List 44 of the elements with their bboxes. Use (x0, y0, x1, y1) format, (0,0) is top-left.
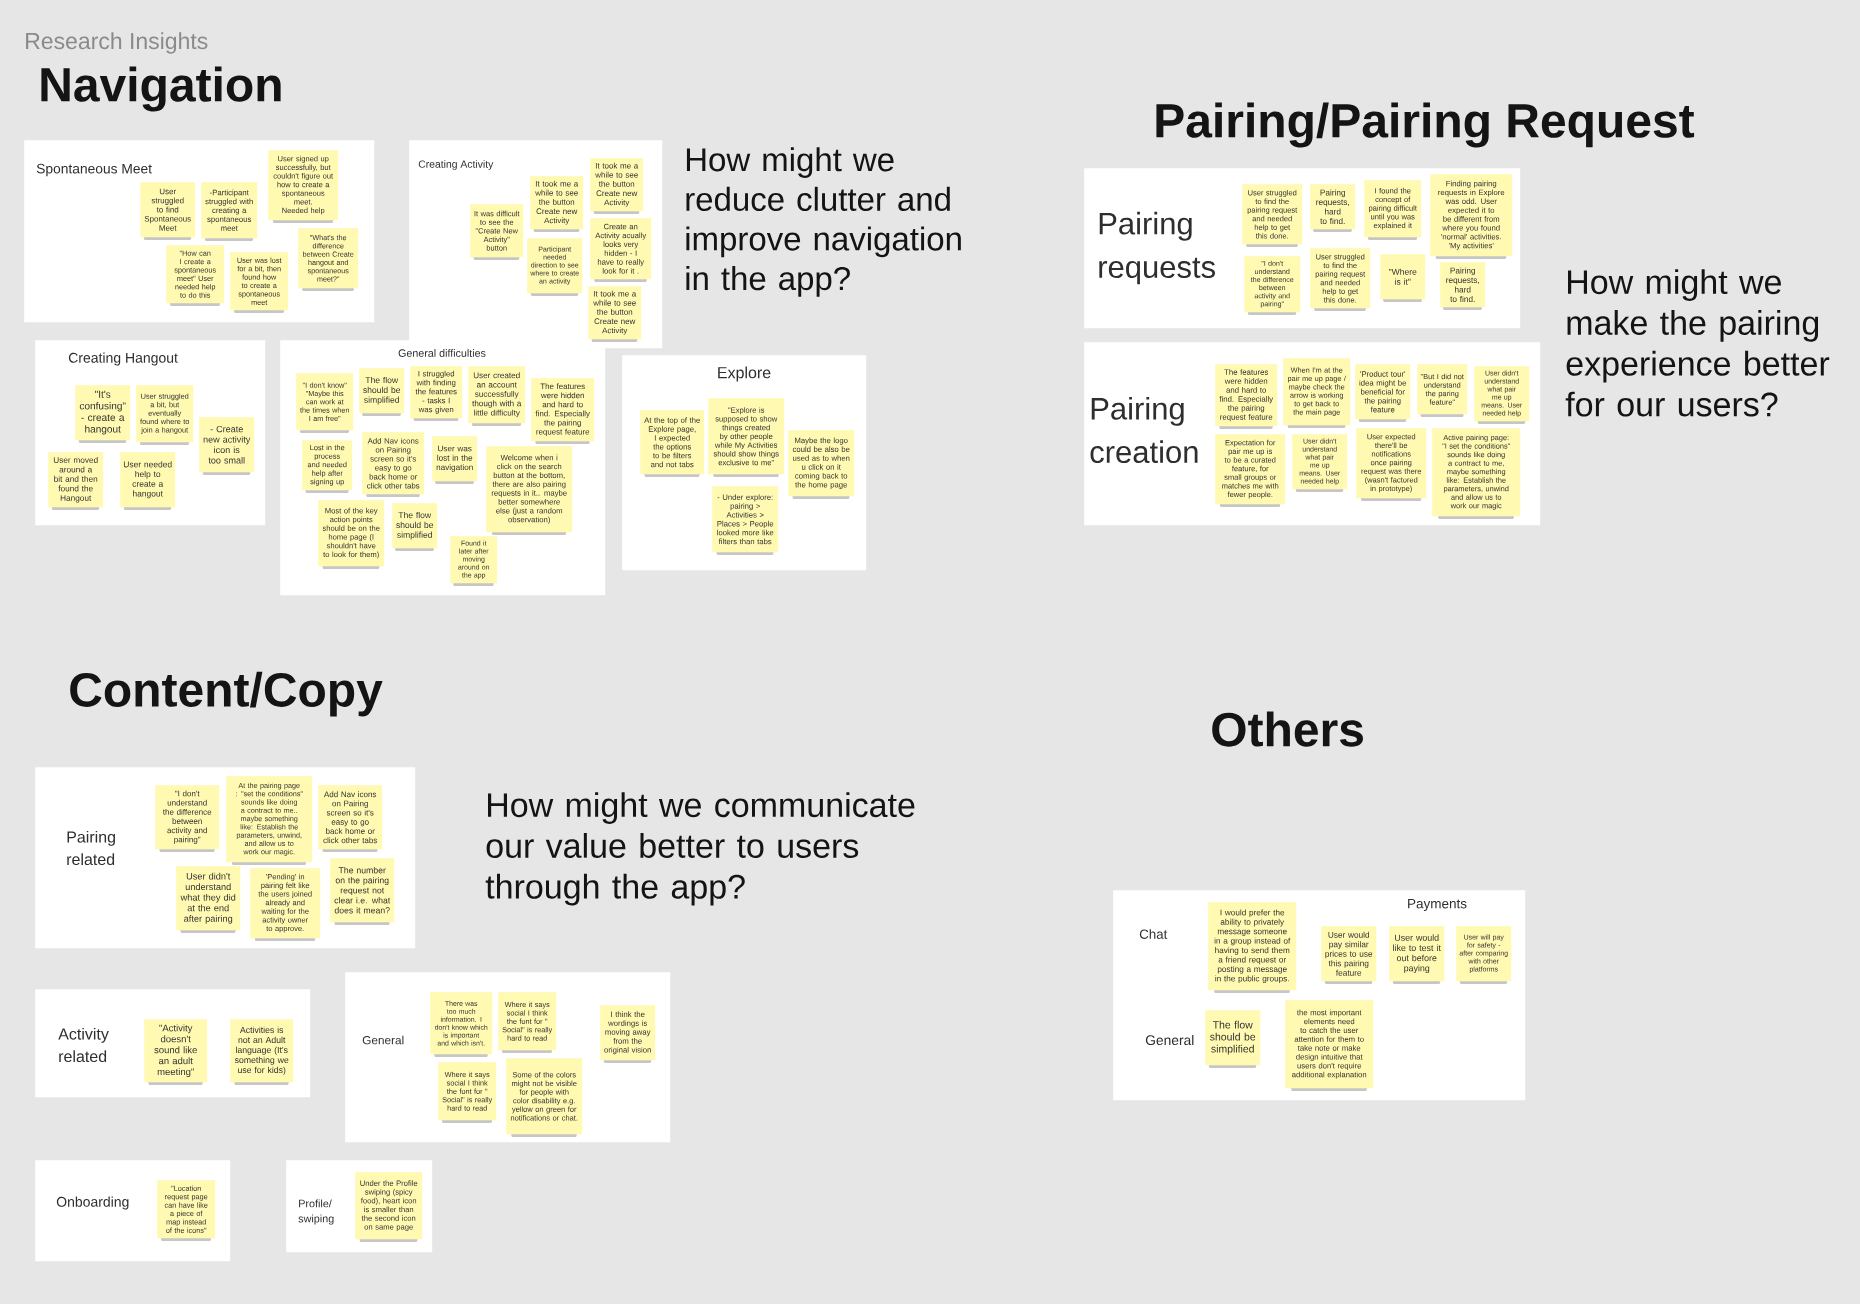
sticky-note: User would like to test it out before paying (1389, 926, 1445, 984)
sticky-note: User moved around a bit and then found the Hangout (48, 452, 104, 510)
sticky-note: The flow should be simplified (1205, 1010, 1261, 1068)
panel-heading: Creating Activity (418, 160, 494, 170)
panel-heading: Pairing creation (1090, 396, 1198, 464)
panel-heading: Creating Hangout (68, 352, 178, 366)
sticky-note: User created an account successfully though with a little difficulty (468, 366, 526, 426)
panel-heading: Pairing requests (1099, 211, 1215, 285)
panel-heading: Chat (1139, 929, 1168, 939)
panel-heading: Explore (718, 366, 771, 382)
sticky-note: The flow should be simplified (392, 503, 438, 551)
section-heading: Pairing/Pairing Request (1156, 102, 1695, 148)
sticky-note: User was lost in the navigation (432, 436, 478, 484)
sticky-note: Activities is not an Adult language (It's something we use for kids) (230, 1019, 294, 1085)
sticky-note: Add Nav icons on Pairing screen so it's easy to go back home or click other tabs (318, 785, 383, 852)
panel-heading: General difficulties (398, 349, 486, 357)
panel-heading: General (362, 1035, 404, 1045)
panel-heading: Payments (1408, 898, 1467, 912)
sticky-note: "It's confusing" - create a hangout (75, 385, 131, 443)
sticky-note: User needed help to create a hangout (120, 452, 176, 510)
sticky-note: Pairing requests, hard to find. (1440, 262, 1486, 310)
section-heading: Content/Copy (70, 671, 383, 717)
panel-heading: Profile/ swiping (298, 1199, 334, 1225)
board-title: Research Insights (26, 32, 208, 54)
section-heading: Navigation (41, 66, 281, 112)
sticky-note: The number on the pairing request not clear i.e. what does it mean? (330, 858, 395, 925)
sticky-note: User would pay similar prices to use this pairing feature (1321, 926, 1377, 984)
sticky-note: I would prefer the ability to privately message someone in a group instead of having to send them a friend request or posting a message in the public groups. (1208, 902, 1297, 993)
panel-heading: Spontaneous Meet (36, 163, 152, 177)
panel-heading: Pairing related (67, 830, 115, 866)
question-text: How might we reduce clutter and improve navigation in the app? (686, 147, 961, 297)
sticky-note: Pairing requests, hard to find. (1310, 184, 1356, 232)
section-heading: Others (1212, 711, 1363, 747)
sticky-note: "I don't understand the difference between activity and pairing" (155, 785, 220, 852)
sticky-note: The flow should be simplified (359, 368, 405, 416)
question-text: How might we communicate our value better to users through the app? (485, 792, 915, 906)
panel-heading: Onboarding (56, 1196, 129, 1210)
panel-heading: General (1145, 1034, 1194, 1046)
question-text: How might we make the pairing experience better for our users? (1565, 269, 1830, 417)
panel-heading: Activity related (58, 1027, 109, 1063)
sticky-note: - Create new activity icon is too small (199, 417, 255, 475)
sticky-note: User didn't understand what they did at the end after pairing (176, 866, 241, 933)
sticky-note: "Where is it" (1380, 254, 1426, 302)
sticky-note: "Activity doesn't sound like an adult meeting" (144, 1019, 208, 1085)
